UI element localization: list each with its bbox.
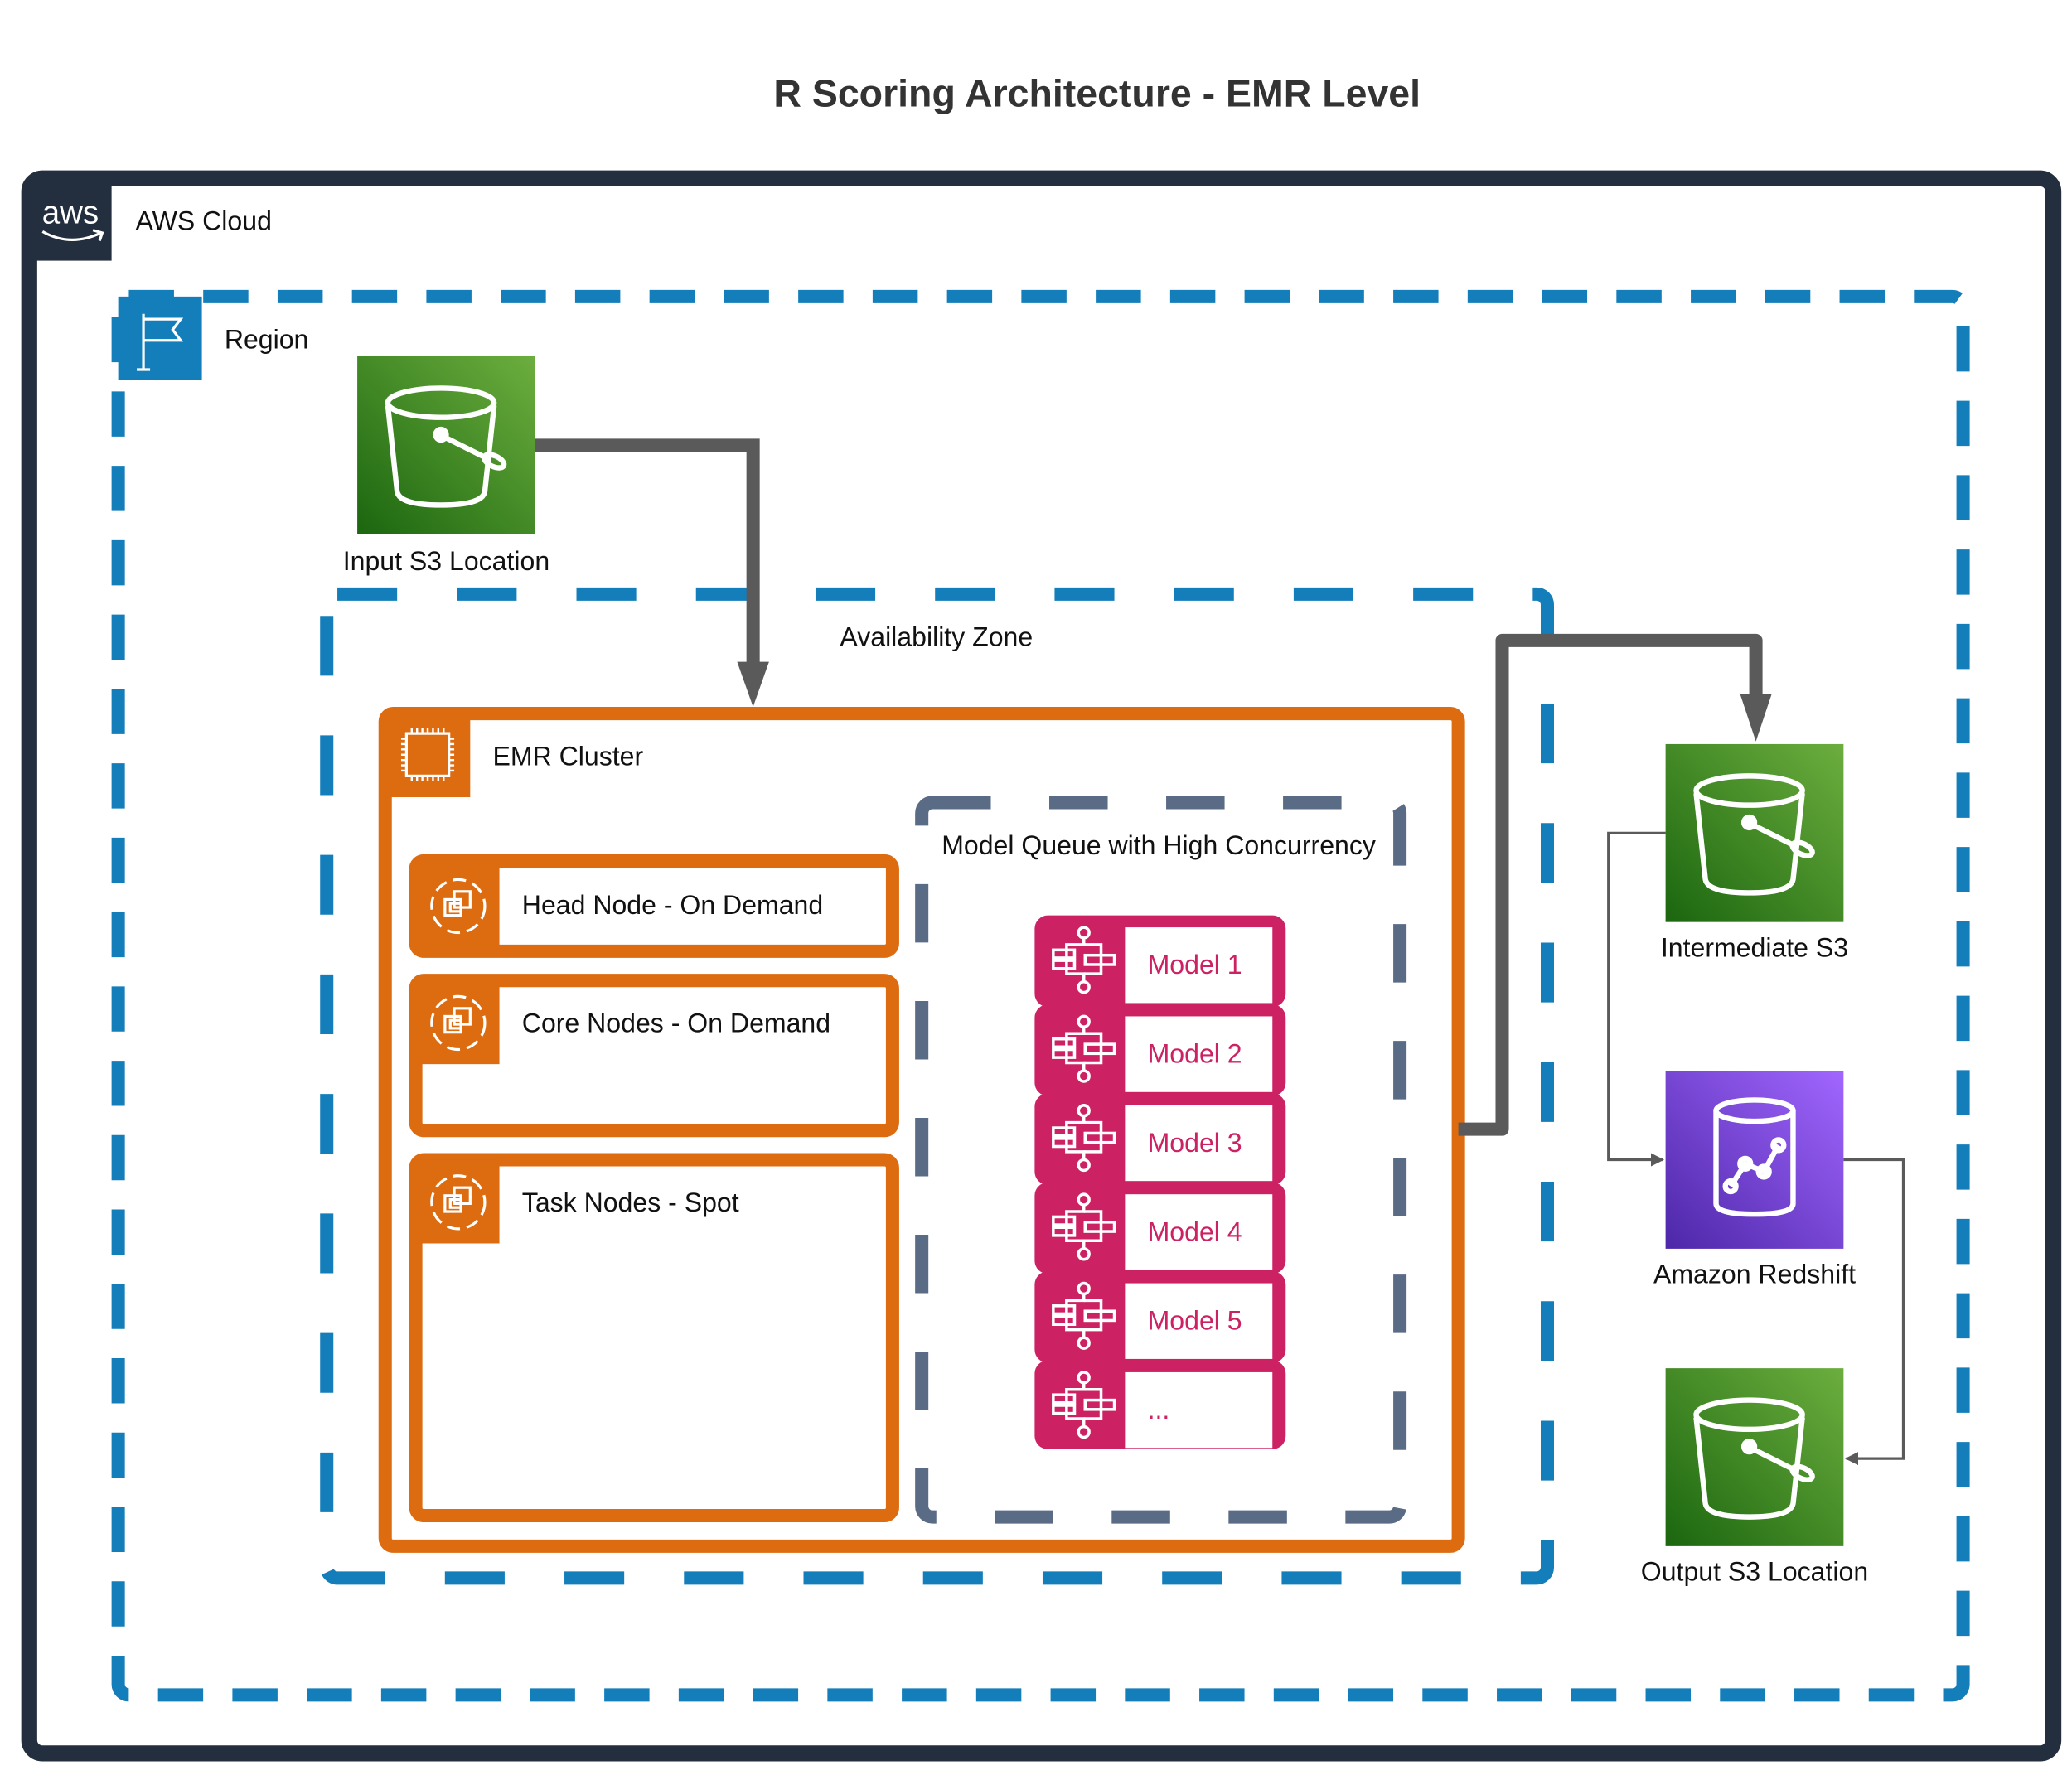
aws-logo-icon [29, 178, 112, 261]
model-label: Model 2 [1148, 1039, 1242, 1069]
input-s3-bucket[interactable]: Input S3 Location [343, 355, 549, 576]
model-item[interactable]: Model 4 [1034, 1182, 1286, 1274]
task-nodes-group[interactable]: Task Nodes - Spot [409, 1153, 899, 1523]
output-s3-bucket[interactable]: Output S3 Location [1641, 1368, 1868, 1587]
diagram-title: R Scoring Architecture - EMR Level [773, 72, 1421, 115]
redshift-cluster[interactable]: Amazon Redshift [1653, 1071, 1856, 1289]
model-label: ... [1148, 1395, 1170, 1424]
region-label: Region [225, 324, 309, 354]
model-label: Model 1 [1148, 950, 1242, 979]
model-item[interactable]: Model 1 [1034, 915, 1286, 1008]
task-nodes-label: Task Nodes - Spot [522, 1187, 739, 1217]
model-item[interactable]: Model 3 [1034, 1093, 1286, 1185]
input-s3-label: Input S3 Location [343, 546, 549, 576]
core-nodes-label: Core Nodes - On Demand [522, 1008, 830, 1038]
aws-cloud-group: aws AWS Cloud [21, 170, 2062, 1762]
arrow-intermediate-to-redshift [1607, 831, 1666, 1167]
head-node-label: Head Node - On Demand [522, 890, 823, 920]
intermediate-s3-bucket[interactable]: Intermediate S3 [1661, 743, 1848, 962]
core-nodes-group[interactable]: Core Nodes - On Demand [409, 974, 899, 1138]
model-label: Model 3 [1148, 1128, 1242, 1158]
availability-zone-group: Availability Zone [320, 587, 1554, 1585]
aws-logo-text: aws [42, 196, 99, 231]
redshift-icon [1713, 1097, 1796, 1217]
model-queue-label: Model Queue with High Concurrency [942, 830, 1376, 860]
arrow-input-to-emr [535, 438, 760, 671]
emr-cluster-label: EMR Cluster [493, 742, 644, 771]
model-label: Model 4 [1148, 1216, 1242, 1246]
flag-icon [118, 296, 202, 380]
output-s3-label: Output S3 Location [1641, 1557, 1868, 1587]
head-node-group[interactable]: Head Node - On Demand [409, 854, 899, 958]
chip-icon [385, 713, 471, 798]
arrow-emr-to-intermediate-s3 [1458, 633, 1763, 1136]
emr-cluster-group: EMR Cluster Head Node - On Demand Core N… [378, 707, 1465, 1553]
intermediate-s3-label: Intermediate S3 [1661, 932, 1848, 962]
model-item[interactable]: ... [1034, 1360, 1286, 1449]
redshift-label: Amazon Redshift [1653, 1260, 1856, 1289]
model-item[interactable]: Model 5 [1034, 1271, 1286, 1363]
availability-zone-label: Availability Zone [840, 621, 1033, 651]
model-item[interactable]: Model 2 [1034, 1004, 1286, 1096]
arrow-redshift-to-output [1843, 1158, 1905, 1466]
model-queue-group: Model Queue with High Concurrency Model … [915, 796, 1407, 1524]
aws-cloud-label: AWS Cloud [135, 206, 271, 236]
region-group: Region [111, 289, 1970, 1702]
model-label: Model 5 [1148, 1306, 1242, 1336]
